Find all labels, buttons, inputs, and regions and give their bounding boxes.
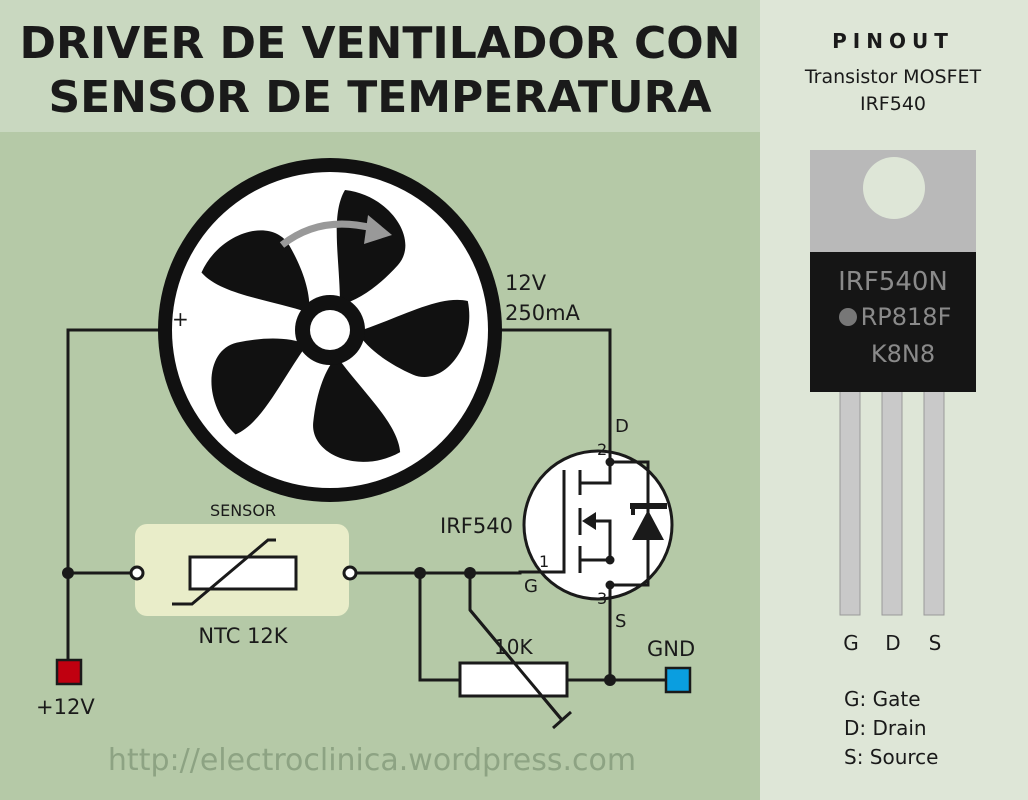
pin-label-s: S (929, 631, 942, 655)
fan-blades (186, 190, 487, 488)
marking-line-3: K8N8 (871, 340, 935, 368)
fan-voltage: 12V (505, 271, 547, 295)
plus12v-terminal (55, 658, 83, 686)
pot-value: 10K (494, 635, 533, 659)
ntc-slash (172, 538, 276, 606)
pin-s-label: S (615, 611, 626, 632)
title-band (0, 0, 760, 132)
pin-2-number: 2 (597, 440, 607, 459)
mosfet-name: IRF540 (440, 514, 513, 538)
transistor-photo: IRF540N RP818F K8N8 (810, 150, 976, 616)
legend-drain: D: Drain (844, 716, 927, 740)
junction-dots (62, 567, 616, 686)
gnd-terminal (664, 666, 692, 694)
pinout-heading: PINOUT (832, 29, 954, 53)
legend-source: S: Source (844, 745, 938, 769)
sensor-part: NTC 12K (198, 624, 288, 648)
gnd-label: GND (647, 637, 695, 661)
pin-label-g: G (843, 631, 859, 655)
website-url: http://electroclinica.wordpress.com (108, 743, 636, 778)
fan (158, 158, 502, 502)
potentiometer (458, 661, 569, 698)
pin-label-d: D (885, 631, 900, 655)
marking-line-2: RP818F (861, 303, 952, 331)
sensor-label: SENSOR (210, 501, 276, 520)
pinout-subtitle-1: Transistor MOSFET (804, 66, 982, 88)
legend-gate: G: Gate (844, 687, 921, 711)
fan-hub (310, 310, 350, 350)
mosfet-symbol (522, 420, 674, 610)
fan-plus-label: + (172, 307, 189, 331)
pin-g-label: G (524, 576, 538, 597)
pinout-subtitle-2: IRF540 (860, 93, 926, 115)
pin-d-label: D (615, 416, 629, 437)
title-line-1: DRIVER DE VENTILADOR CON (19, 18, 740, 69)
rotation-arrow-icon (279, 220, 373, 248)
pin-1-number: 1 (539, 552, 549, 571)
title-line-2: SENSOR DE TEMPERATURA (48, 72, 711, 123)
pin-3-number: 3 (597, 589, 607, 608)
plus12v-label: +12V (36, 695, 95, 719)
fan-current: 250mA (505, 301, 581, 325)
marking-line-1: IRF540N (838, 267, 948, 297)
